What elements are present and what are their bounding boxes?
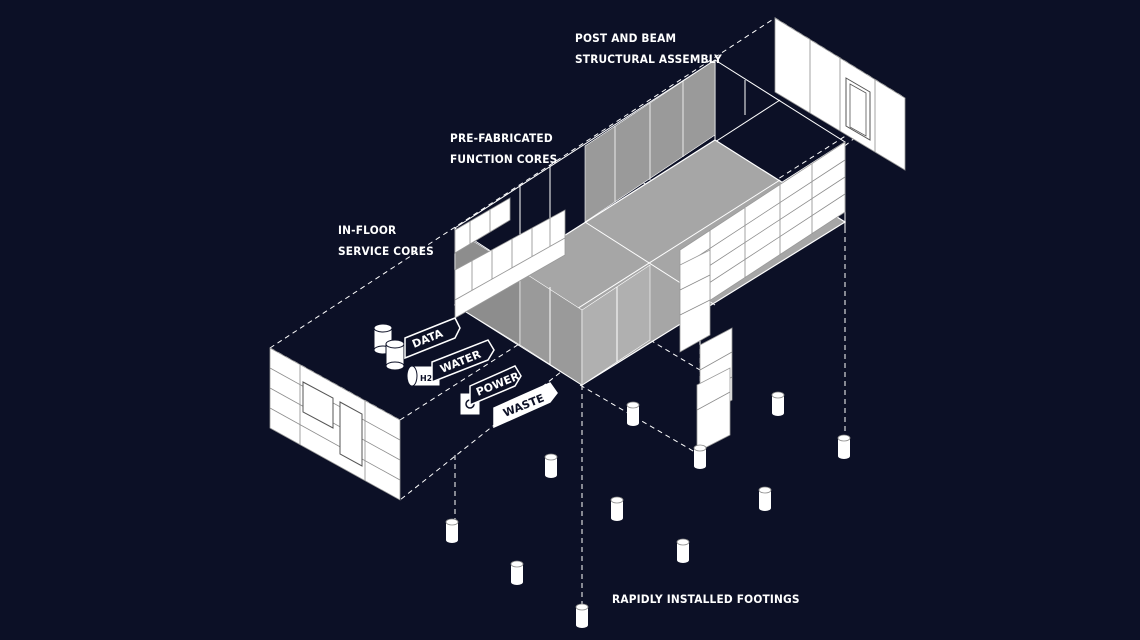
- footing-icon: [626, 401, 640, 426]
- footing-icon: [837, 434, 851, 459]
- tag-data: DATA: [404, 317, 461, 360]
- footing-icon: [610, 496, 624, 521]
- label-prefab-cores-line1: PRE-FABRICATED: [450, 131, 553, 145]
- end-wall-rear: [774, 17, 906, 171]
- rear-glazing: [584, 59, 716, 223]
- footings: [445, 391, 851, 628]
- label-footings: RAPIDLY INSTALLED FOOTINGS: [612, 589, 800, 610]
- footing-icon: [544, 453, 558, 478]
- window-icon: [302, 381, 334, 429]
- tag-water: WATER: [431, 339, 495, 384]
- label-post-and-beam-line2: STRUCTURAL ASSEMBLY: [575, 52, 722, 66]
- label-prefab-cores-line2: FUNCTION CORES: [450, 152, 558, 166]
- label-in-floor-cores-line1: IN-FLOOR: [338, 223, 397, 237]
- door-icon: [339, 401, 363, 467]
- footing-icon: [693, 444, 707, 469]
- door-icon: [845, 77, 871, 141]
- label-in-floor-cores-line2: SERVICE CORES: [338, 244, 434, 258]
- label-prefab-cores: PRE-FABRICATED FUNCTION CORES: [450, 128, 557, 170]
- footing-icon: [771, 391, 785, 416]
- side-wall-panels: [679, 141, 846, 453]
- end-wall-front: [269, 347, 401, 501]
- function-cores: [454, 197, 566, 319]
- label-post-and-beam: POST AND BEAM STRUCTURAL ASSEMBLY: [575, 28, 722, 70]
- footing-icon: [575, 603, 589, 628]
- footing-icon: [758, 486, 772, 511]
- label-post-and-beam-line1: POST AND BEAM: [575, 31, 677, 45]
- barrel-icon: [385, 339, 405, 371]
- label-in-floor-cores: IN-FLOOR SERVICE CORES: [338, 220, 434, 262]
- h2o-label: H2O: [420, 374, 439, 383]
- footing-icon: [445, 518, 459, 543]
- footing-icon: [510, 560, 524, 585]
- footing-icon: [676, 538, 690, 563]
- label-footings-text: RAPIDLY INSTALLED FOOTINGS: [612, 592, 800, 606]
